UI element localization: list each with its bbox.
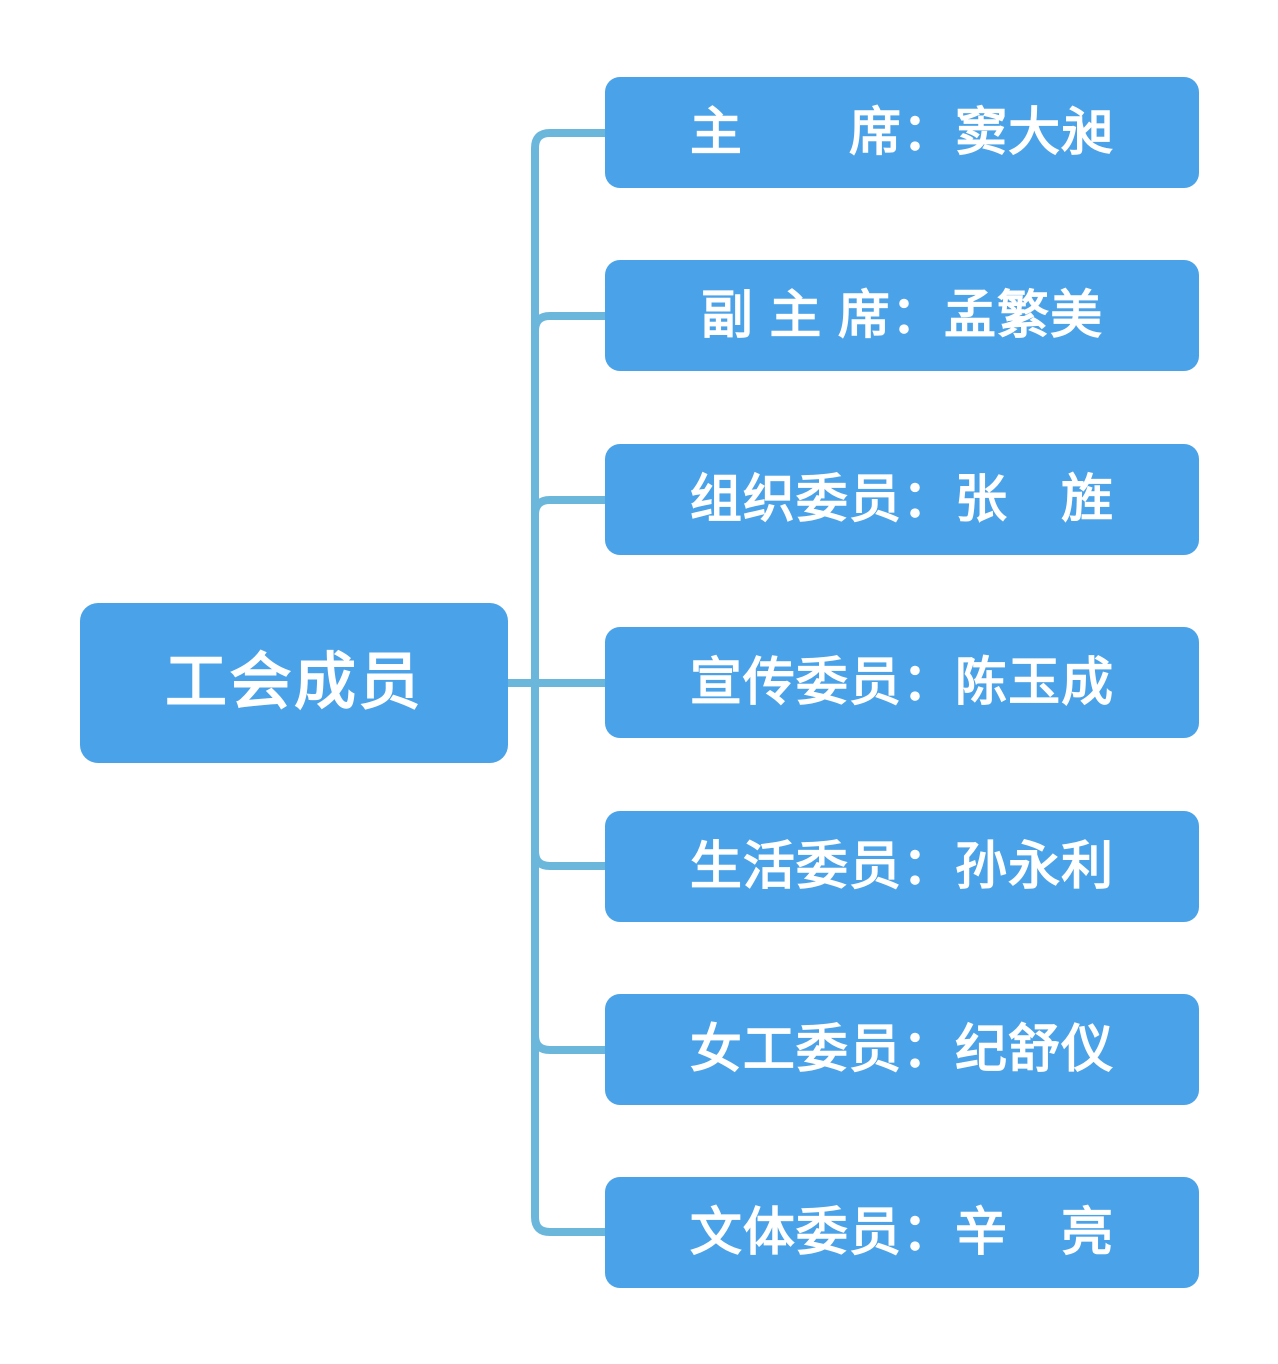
root-node-union-members[interactable]: 工会成员 [80, 603, 508, 763]
node-welfare-officer[interactable]: 生活委员：孙永利 [605, 811, 1199, 922]
node-vice-chairman-label: 副 主 席：孟繁美 [700, 286, 1104, 345]
node-publicity-officer[interactable]: 宣传委员：陈玉成 [605, 627, 1199, 738]
branch-6 [531, 1034, 605, 1054]
node-welfare-officer-label: 生活委员：孙永利 [689, 837, 1115, 896]
branch-7 [531, 1216, 605, 1236]
node-women-workers-officer-label: 女工委员：纪舒仪 [689, 1020, 1115, 1079]
node-culture-sports-officer-label: 文体委员：辛 亮 [689, 1203, 1115, 1262]
node-chairman-label: 主 席：窦大昶 [689, 103, 1115, 162]
node-organization-officer-label: 组织委员：张 旌 [689, 470, 1115, 529]
node-chairman[interactable]: 主 席：窦大昶 [605, 77, 1199, 188]
branch-3 [531, 496, 605, 516]
node-organization-officer[interactable]: 组织委员：张 旌 [605, 444, 1199, 555]
branch-5 [531, 850, 605, 870]
branch-2 [531, 312, 605, 332]
branch-1 [531, 129, 605, 149]
node-publicity-officer-label: 宣传委员：陈玉成 [689, 653, 1115, 712]
node-vice-chairman[interactable]: 副 主 席：孟繁美 [605, 260, 1199, 371]
root-node-label: 工会成员 [165, 648, 423, 717]
node-women-workers-officer[interactable]: 女工委员：纪舒仪 [605, 994, 1199, 1105]
node-culture-sports-officer[interactable]: 文体委员：辛 亮 [605, 1177, 1199, 1288]
